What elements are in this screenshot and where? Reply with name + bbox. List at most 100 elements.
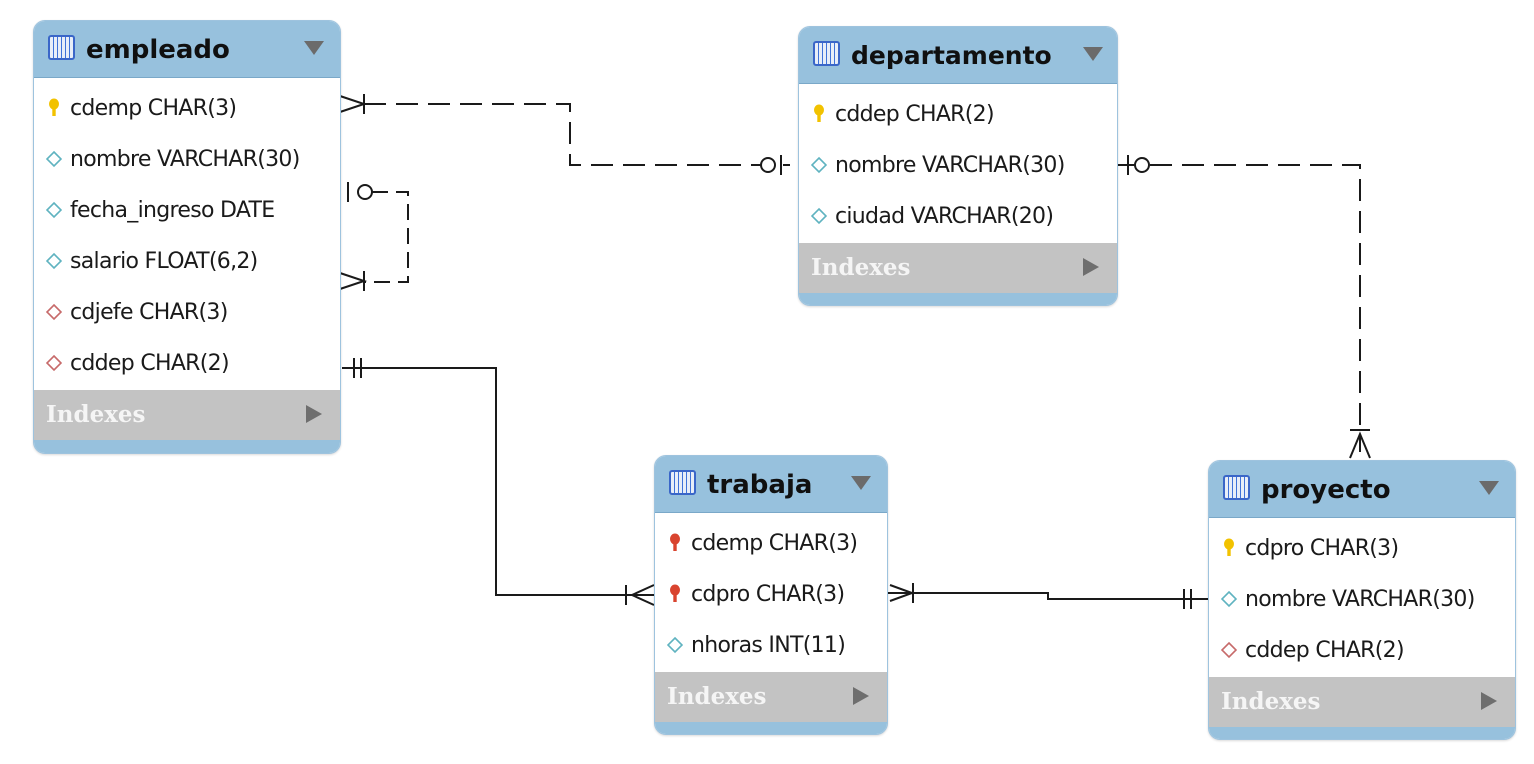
column-row[interactable]: cdemp CHAR(3): [655, 519, 887, 570]
crowfoot-many-icon: [625, 584, 655, 606]
column-label: nombre VARCHAR(30): [835, 153, 1065, 178]
column-label: ciudad VARCHAR(20): [835, 204, 1054, 229]
one-mandatory-icon: [1183, 589, 1192, 609]
column-diamond-icon: [1220, 589, 1238, 609]
column-list: cdemp CHAR(3) cdpro CHAR(3) nhoras INT(11): [655, 513, 887, 672]
table-icon: [813, 41, 840, 66]
expand-arrow-icon[interactable]: [1083, 258, 1099, 276]
column-label: fecha_ingreso DATE: [70, 198, 275, 223]
collapse-arrow-icon[interactable]: [851, 476, 871, 490]
column-list: cdpro CHAR(3) nombre VARCHAR(30) cddep CHA…: [1209, 518, 1515, 677]
column-row[interactable]: nombre VARCHAR(30): [799, 141, 1117, 192]
table-proyecto[interactable]: proyecto cdpro CHAR(3) nombre VARCHAR(30)…: [1208, 460, 1516, 740]
one-mandatory-icon: [353, 358, 362, 378]
indexes-label: Indexes: [1221, 688, 1321, 715]
column-label: cdpro CHAR(3): [691, 582, 845, 607]
table-header[interactable]: trabaja: [655, 456, 887, 513]
table-trabaja[interactable]: trabaja cdemp CHAR(3) cdpro CHAR(3) nhoras…: [654, 455, 888, 735]
column-row[interactable]: cddep CHAR(2): [34, 339, 340, 390]
relationship-empleado-trabaja: [342, 367, 654, 596]
column-row[interactable]: cdpro CHAR(3): [655, 570, 887, 621]
table-departamento[interactable]: departamento cddep CHAR(2) nombre VARCHAR…: [798, 26, 1118, 306]
crowfoot-many-icon: [1349, 429, 1371, 459]
one-optional-icon: [760, 155, 782, 175]
primary-key-icon: [46, 98, 62, 118]
column-row[interactable]: nombre VARCHAR(30): [34, 135, 340, 186]
table-title: proyecto: [1261, 475, 1391, 505]
table-footer: [34, 440, 340, 453]
indexes-label: Indexes: [46, 401, 146, 428]
column-label: nombre VARCHAR(30): [1245, 587, 1475, 612]
collapse-arrow-icon[interactable]: [1479, 481, 1499, 495]
indexes-section[interactable]: Indexes: [799, 243, 1117, 293]
column-row[interactable]: salario FLOAT(6,2): [34, 237, 340, 288]
relationship-empleado-jefe: [364, 191, 409, 283]
indexes-label: Indexes: [811, 254, 911, 281]
expand-arrow-icon[interactable]: [306, 405, 322, 423]
indexes-section[interactable]: Indexes: [655, 672, 887, 722]
collapse-arrow-icon[interactable]: [304, 41, 324, 55]
table-icon: [48, 35, 75, 60]
column-row[interactable]: nombre VARCHAR(30): [1209, 575, 1515, 626]
table-header[interactable]: proyecto: [1209, 461, 1515, 518]
table-footer: [799, 293, 1117, 305]
table-header[interactable]: empleado: [34, 21, 340, 78]
column-label: cddep CHAR(2): [835, 102, 995, 127]
column-label: nombre VARCHAR(30): [70, 147, 300, 172]
table-empleado[interactable]: empleado cdemp CHAR(3) nombre VARCHAR(30)…: [33, 20, 341, 454]
column-label: cddep CHAR(2): [70, 351, 230, 376]
relationship-departamento-proyecto: [1118, 164, 1361, 452]
crowfoot-many-icon: [889, 583, 915, 603]
primary-foreign-key-icon: [667, 533, 683, 553]
column-row[interactable]: cdemp CHAR(3): [34, 84, 340, 135]
column-label: cdemp CHAR(3): [70, 96, 237, 121]
primary-foreign-key-icon: [667, 584, 683, 604]
collapse-arrow-icon[interactable]: [1083, 47, 1103, 61]
column-row[interactable]: fecha_ingreso DATE: [34, 186, 340, 237]
column-label: salario FLOAT(6,2): [70, 249, 258, 274]
column-label: cdpro CHAR(3): [1245, 536, 1399, 561]
indexes-section[interactable]: Indexes: [34, 390, 340, 440]
column-row[interactable]: cdjefe CHAR(3): [34, 288, 340, 339]
column-row[interactable]: nhoras INT(11): [655, 621, 887, 672]
relationship-empleado-departamento: [364, 103, 790, 166]
column-row[interactable]: cddep CHAR(2): [799, 90, 1117, 141]
foreign-key-diamond-icon: [45, 353, 63, 373]
column-list: cdemp CHAR(3) nombre VARCHAR(30) fecha_ing…: [34, 78, 340, 390]
table-title: departamento: [851, 41, 1052, 70]
column-diamond-icon: [45, 251, 63, 271]
table-title: trabaja: [707, 470, 813, 500]
crowfoot-many-icon: [339, 271, 368, 291]
indexes-label: Indexes: [667, 683, 767, 710]
relationship-trabaja-proyecto: [888, 592, 1208, 600]
column-diamond-icon: [45, 200, 63, 220]
column-list: cddep CHAR(2) nombre VARCHAR(30) ciudad VA…: [799, 84, 1117, 243]
expand-arrow-icon[interactable]: [853, 687, 869, 705]
column-diamond-icon: [45, 149, 63, 169]
table-title: empleado: [86, 35, 230, 65]
indexes-section[interactable]: Indexes: [1209, 677, 1515, 727]
table-header[interactable]: departamento: [799, 27, 1117, 84]
table-footer: [655, 722, 887, 734]
column-label: nhoras INT(11): [691, 633, 846, 658]
column-label: cdjefe CHAR(3): [70, 300, 228, 325]
column-row[interactable]: cddep CHAR(2): [1209, 626, 1515, 677]
foreign-key-diamond-icon: [45, 302, 63, 322]
table-footer: [1209, 727, 1515, 739]
column-label: cdemp CHAR(3): [691, 531, 858, 556]
column-diamond-icon: [810, 206, 828, 226]
expand-arrow-icon[interactable]: [1481, 692, 1497, 710]
column-row[interactable]: cdpro CHAR(3): [1209, 524, 1515, 575]
column-row[interactable]: ciudad VARCHAR(20): [799, 192, 1117, 243]
table-icon: [669, 470, 696, 495]
one-optional-icon: [1127, 155, 1150, 175]
one-optional-icon: [347, 182, 373, 202]
primary-key-icon: [1221, 538, 1237, 558]
primary-key-icon: [811, 104, 827, 124]
foreign-key-diamond-icon: [1220, 640, 1238, 660]
column-diamond-icon: [666, 635, 684, 655]
crowfoot-many-icon: [339, 94, 368, 114]
column-label: cddep CHAR(2): [1245, 638, 1405, 663]
table-icon: [1223, 475, 1250, 500]
